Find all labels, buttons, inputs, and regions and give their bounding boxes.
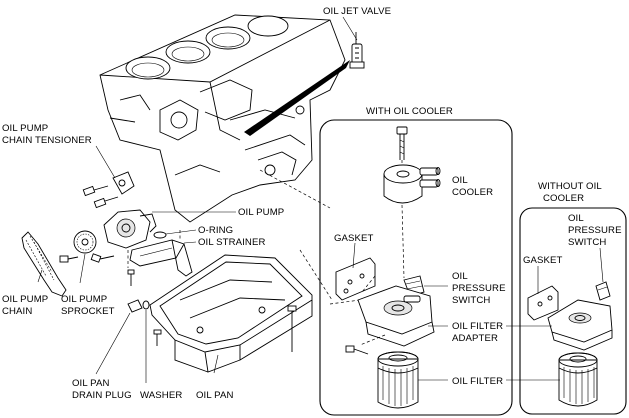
washer (142, 300, 150, 310)
label-oil-pressure-switch-right-line3: SWITCH (568, 237, 606, 248)
label-oil-pump-chain-line1: OIL PUMP (2, 294, 48, 305)
label-oil-filter-adapter-line1: OIL FILTER (452, 321, 503, 332)
oil-cooler-bolt (396, 126, 408, 160)
oil-jet-valve (349, 32, 365, 69)
label-oil-pressure-switch-left-line2: PRESSURE (452, 283, 506, 294)
adapter-bolt (345, 345, 369, 355)
label-o-ring: O-RING (198, 225, 233, 236)
label-oil-pressure-switch-left-line3: SWITCH (452, 295, 490, 306)
oil-filter-adapter (357, 285, 435, 347)
label-oil-cooler-line1: OIL (452, 175, 468, 186)
label-oil-cooler-line2: COOLER (452, 187, 493, 198)
oil-pressure-switch-right (595, 281, 611, 301)
oil-filter-adapter-right (547, 299, 613, 351)
label-oil-pan-drain-plug-line1: OIL PAN (72, 378, 110, 389)
gasket-right (527, 285, 559, 321)
strainer-bolt (127, 269, 135, 286)
oil-pump-sprocket (73, 230, 97, 254)
label-oil-pump-chain-tensioner-line1: OIL PUMP (2, 123, 48, 134)
oil-pump-chain (21, 231, 67, 297)
oil-strainer (129, 239, 193, 277)
label-oil-pump-sprocket-line2: SPROCKET (61, 306, 115, 317)
oil-pan-bolts (153, 305, 297, 352)
oil-filter (377, 351, 419, 409)
without-oil-cooler-panel (519, 207, 627, 415)
label-without-oil-cooler-line2: COOLER (543, 193, 584, 204)
label-with-oil-cooler: WITH OIL COOLER (366, 106, 453, 117)
label-oil-pump: OIL PUMP (238, 207, 284, 218)
cylinder-block (99, 14, 346, 223)
o-ring (153, 231, 167, 239)
tensioner-bolts (82, 185, 119, 209)
label-oil-pressure-switch-right-line2: PRESSURE (568, 225, 622, 236)
label-washer: WASHER (140, 390, 182, 401)
oil-cooler (383, 164, 441, 204)
label-oil-pressure-switch-left-line1: OIL (452, 271, 468, 282)
label-gasket-left: GASKET (334, 233, 374, 244)
oil-jet-valve-pointer (244, 60, 350, 136)
label-oil-pump-sprocket-line1: OIL PUMP (61, 294, 107, 305)
label-oil-filter: OIL FILTER (452, 376, 503, 387)
label-oil-pump-chain-line2: CHAIN (2, 306, 32, 317)
label-oil-filter-adapter-line2: ADAPTER (452, 333, 498, 344)
label-oil-strainer: OIL STRAINER (198, 237, 265, 248)
label-oil-jet-valve: OIL JET VALVE (323, 6, 391, 17)
label-oil-pressure-switch-right-line1: OIL (568, 213, 584, 224)
label-oil-pan-drain-plug-line2: DRAIN PLUG (72, 390, 132, 401)
gasket-left (335, 257, 376, 301)
oil-filter-right (558, 352, 598, 407)
oil-pan-drain-plug (127, 299, 143, 313)
with-oil-cooler-panel (319, 119, 513, 416)
label-without-oil-cooler-line1: WITHOUT OIL (538, 181, 602, 192)
label-gasket-right: GASKET (523, 255, 563, 266)
label-oil-pump-chain-tensioner-line2: CHAIN TENSIONER (2, 135, 92, 146)
oil-pump (103, 209, 157, 249)
label-oil-pan: OIL PAN (196, 390, 234, 401)
sprocket-bolts (59, 253, 115, 263)
oil-pump-chain-tensioner (112, 171, 135, 195)
oil-pan (149, 254, 313, 373)
